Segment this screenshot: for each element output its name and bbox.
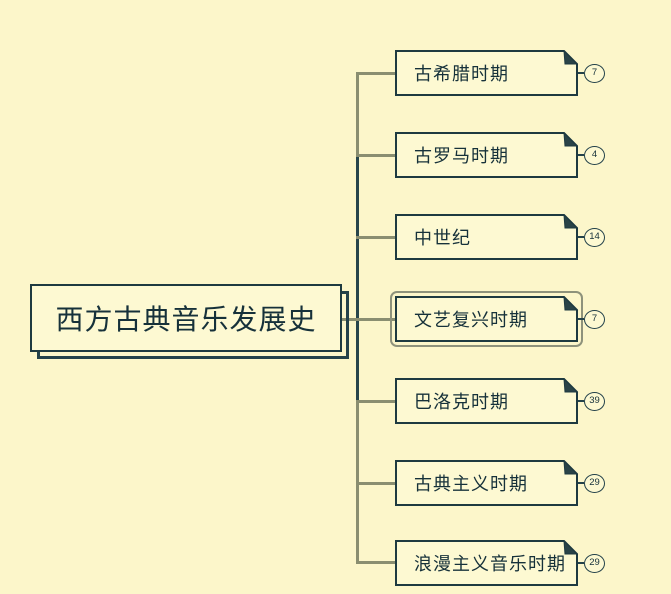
connector-branch: [356, 236, 395, 239]
topic-label: 古希腊时期: [414, 64, 509, 84]
badge-stub: [578, 562, 584, 564]
child-count-badge[interactable]: 29: [584, 473, 605, 493]
topic-node-renaissance[interactable]: 文艺复兴时期: [390, 291, 583, 347]
child-count-badge[interactable]: 39: [584, 391, 605, 411]
badge-stub: [578, 72, 584, 74]
topic-node-middle-ages[interactable]: 中世纪: [395, 214, 578, 260]
topic-node-baroque[interactable]: 巴洛克时期: [395, 378, 578, 424]
connector-root-branch: [341, 318, 395, 321]
child-count-badge[interactable]: 4: [584, 145, 605, 165]
connector-branch: [356, 72, 395, 75]
badge-stub: [578, 400, 584, 402]
topic-node-romantic[interactable]: 浪漫主义音乐时期: [395, 540, 578, 586]
badge-stub: [578, 154, 584, 156]
badge-stub: [578, 236, 584, 238]
child-count-badge[interactable]: 7: [584, 63, 605, 83]
root-node-label: 西方古典音乐发展史: [55, 304, 317, 335]
connector-branch: [356, 561, 395, 564]
topic-label: 浪漫主义音乐时期: [414, 554, 566, 574]
connector-branch: [356, 482, 395, 485]
topic-label: 文艺复兴时期: [414, 310, 528, 330]
child-count-badge[interactable]: 7: [584, 309, 605, 329]
topic-label: 中世纪: [414, 228, 471, 248]
child-count-badge[interactable]: 14: [584, 227, 605, 247]
topic-label: 古罗马时期: [414, 146, 509, 166]
connector-branch: [356, 400, 395, 403]
topic-node-ancient-greece[interactable]: 古希腊时期: [395, 50, 578, 96]
topic-node-classical[interactable]: 古典主义时期: [395, 460, 578, 506]
child-count-badge[interactable]: 29: [584, 553, 605, 573]
connector-branch: [356, 154, 395, 157]
root-node[interactable]: 西方古典音乐发展史: [30, 284, 342, 352]
topic-label: 古典主义时期: [414, 474, 528, 494]
badge-stub: [578, 482, 584, 484]
connector-trunk-dark: [356, 156, 359, 402]
topic-label: 巴洛克时期: [414, 392, 509, 412]
badge-stub: [578, 318, 584, 320]
topic-node-ancient-rome[interactable]: 古罗马时期: [395, 132, 578, 178]
